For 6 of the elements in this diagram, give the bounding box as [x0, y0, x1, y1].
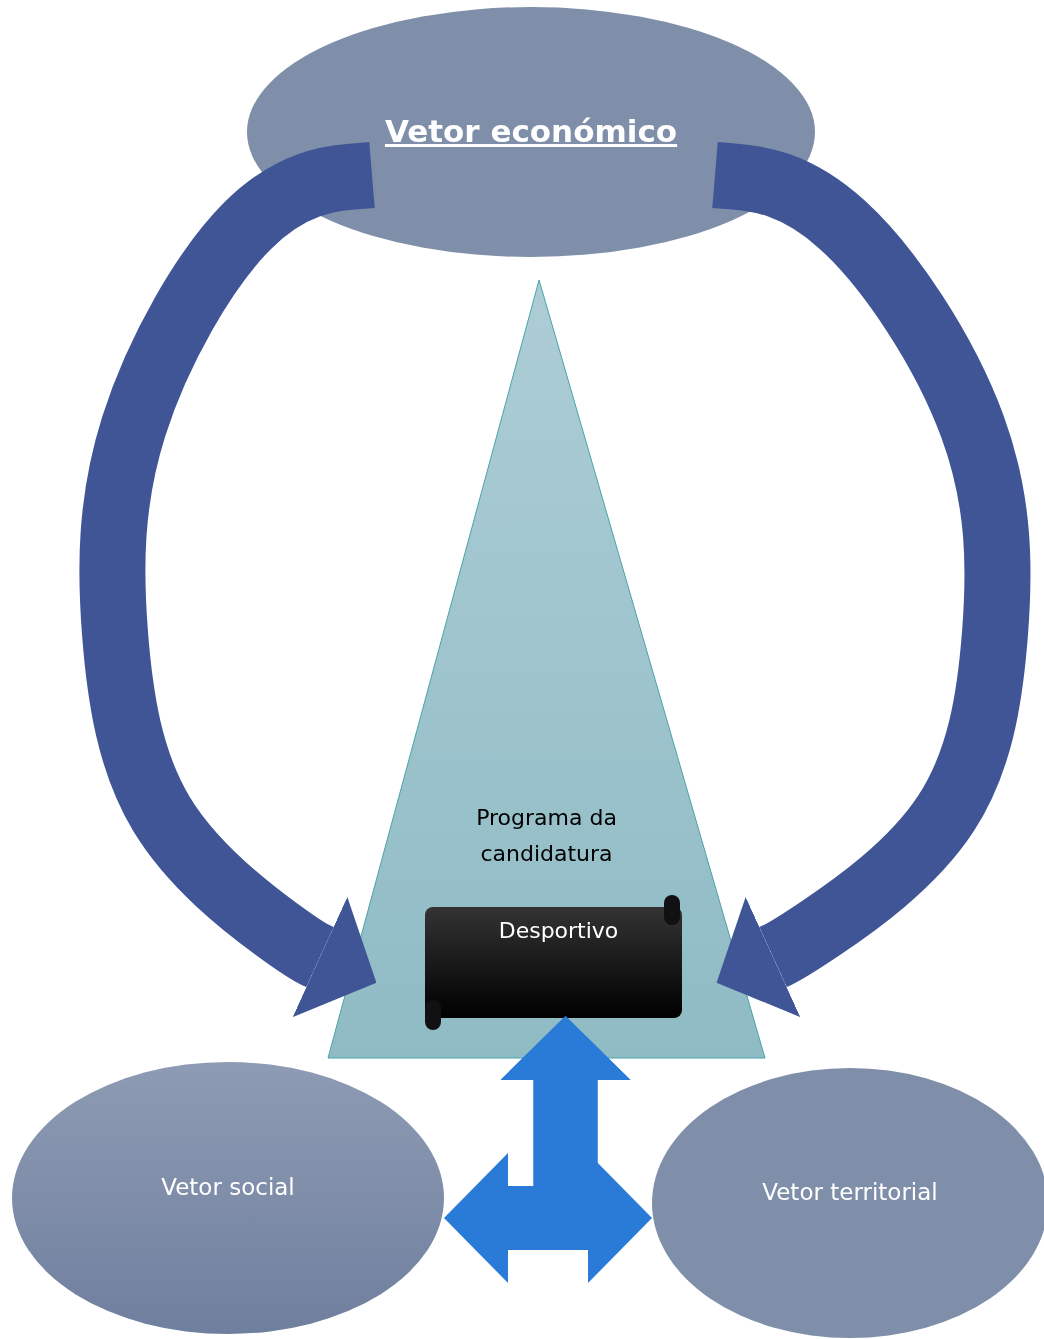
node-label: Programa da candidatura — [475, 804, 618, 869]
node-label: Vetor económico — [384, 112, 678, 152]
block-arrow — [500, 1016, 652, 1283]
node-label: Vetor territorial — [762, 1178, 938, 1208]
node-label: Vetor social — [161, 1173, 295, 1203]
node-label: Desportivo — [498, 917, 619, 945]
